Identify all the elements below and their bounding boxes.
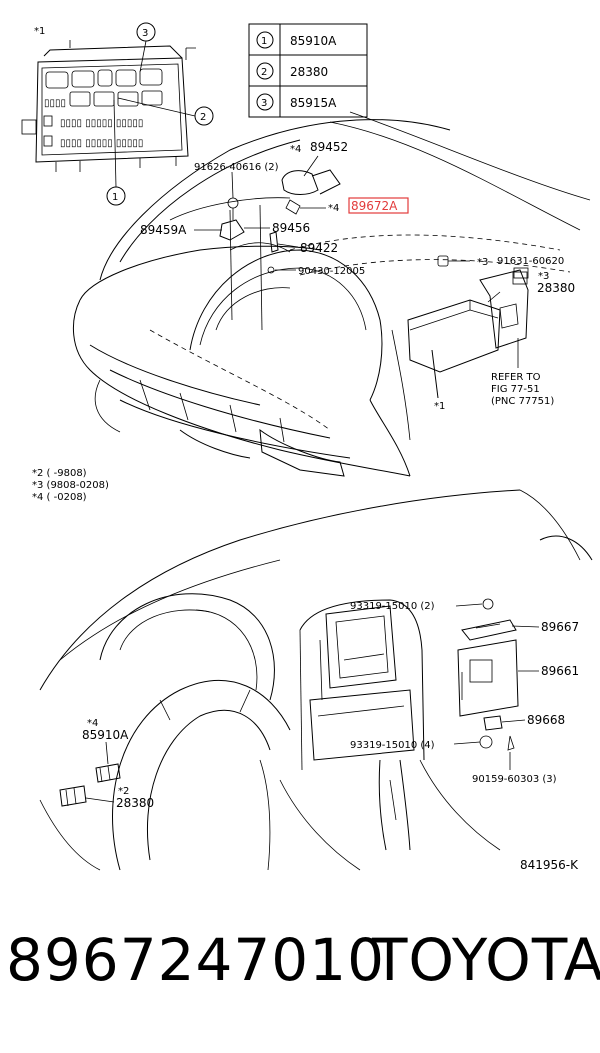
part-number: 8967247010 bbox=[6, 926, 386, 994]
note-2: *2 ( -9808) bbox=[32, 468, 87, 479]
dashboard-view bbox=[39, 489, 593, 871]
engine-ecu bbox=[407, 269, 529, 399]
fuse-box-note: *1 bbox=[34, 26, 45, 37]
label-89456: 89456 bbox=[272, 221, 310, 235]
refer-line-1: REFER TO bbox=[491, 372, 541, 383]
legend-num-1: 1 bbox=[261, 36, 267, 47]
label-91631: 91631-60620 bbox=[497, 256, 564, 267]
refer-line-2: FIG 77-51 bbox=[491, 384, 540, 395]
label-93319-bottom: 93319-15010 (4) bbox=[350, 740, 435, 751]
lower-components bbox=[59, 598, 519, 807]
lower-labels: 93319-15010 (2) 89667 89661 89668 93319-… bbox=[82, 601, 579, 810]
legend-num-2: 2 bbox=[261, 67, 267, 78]
parts-diagram: *1 ▯▯▯▯ ▯▯▯▯ ▯▯▯▯▯ ▯▯▯▯▯ ▯▯▯▯ ▯▯▯▯▯ ▯▯▯▯… bbox=[21, 22, 593, 872]
label-89422: 89422 bbox=[300, 241, 338, 255]
diagram-id: 841956-K bbox=[520, 858, 579, 872]
label-89661: 89661 bbox=[541, 664, 579, 678]
legend-num-3: 3 bbox=[261, 98, 267, 109]
vehicle-front-view bbox=[72, 111, 591, 477]
label-89667: 89667 bbox=[541, 620, 579, 634]
legend-code-2: 28380 bbox=[290, 65, 328, 79]
svg-text:2: 2 bbox=[200, 112, 206, 123]
label-91631-mark: *3 bbox=[477, 257, 488, 268]
svg-text:1: 1 bbox=[112, 192, 118, 203]
legend-code-1: 85910A bbox=[290, 34, 337, 48]
label-93319-top: 93319-15010 (2) bbox=[350, 601, 435, 612]
label-91626: 91626-40616 (2) bbox=[194, 162, 279, 173]
legend-code-3: 85915A bbox=[290, 96, 337, 110]
label-28380-upper: 28380 bbox=[537, 281, 575, 295]
label-85910a-mark: *4 bbox=[87, 718, 98, 729]
note-4: *4 ( -0208) bbox=[32, 492, 87, 503]
refer-line-3: (PNC 77751) bbox=[491, 396, 554, 407]
svg-text:▯▯▯▯ ▯▯▯▯▯ ▯▯▯▯▯: ▯▯▯▯ ▯▯▯▯▯ ▯▯▯▯▯ bbox=[60, 118, 143, 129]
fuse-box: *1 ▯▯▯▯ ▯▯▯▯ ▯▯▯▯▯ ▯▯▯▯▯ ▯▯▯▯ ▯▯▯▯▯ ▯▯▯▯… bbox=[21, 22, 214, 206]
note-3: *3 (9808-0208) bbox=[32, 480, 109, 491]
svg-text:▯▯▯▯: ▯▯▯▯ bbox=[44, 98, 66, 109]
label-89668: 89668 bbox=[527, 713, 565, 727]
svg-text:▯▯▯▯ ▯▯▯▯▯ ▯▯▯▯▯: ▯▯▯▯ ▯▯▯▯▯ ▯▯▯▯▯ bbox=[60, 138, 143, 149]
brand-name: TOYOTA bbox=[372, 926, 600, 994]
label-90159: 90159-60303 (3) bbox=[472, 774, 557, 785]
label-28380-upper-mark: *3 bbox=[538, 271, 549, 282]
sensors-upper bbox=[219, 169, 529, 303]
upper-labels: *4 89452 91626-40616 (2) *4 89672A 89459… bbox=[140, 140, 575, 412]
notes: *2 ( -9808) *3 (9808-0208) *4 ( -0208) bbox=[32, 468, 109, 503]
label-28380-lower-mark: *2 bbox=[118, 786, 129, 797]
label-ecu-mark: *1 bbox=[434, 401, 445, 412]
label-90430: 90430-12005 bbox=[298, 266, 365, 277]
label-89459a: 89459A bbox=[140, 223, 187, 237]
highlight-box bbox=[348, 197, 409, 214]
svg-text:3: 3 bbox=[142, 28, 148, 39]
label-89452-mark: *4 bbox=[290, 144, 301, 155]
label-89452: 89452 bbox=[310, 140, 348, 154]
label-89672a: 89672A bbox=[351, 199, 398, 213]
label-85910a: 85910A bbox=[82, 728, 129, 742]
legend-table: 1 85910A 2 28380 3 85915A bbox=[248, 23, 368, 118]
label-89672a-mark: *4 bbox=[328, 203, 339, 214]
label-28380-lower: 28380 bbox=[116, 796, 154, 810]
